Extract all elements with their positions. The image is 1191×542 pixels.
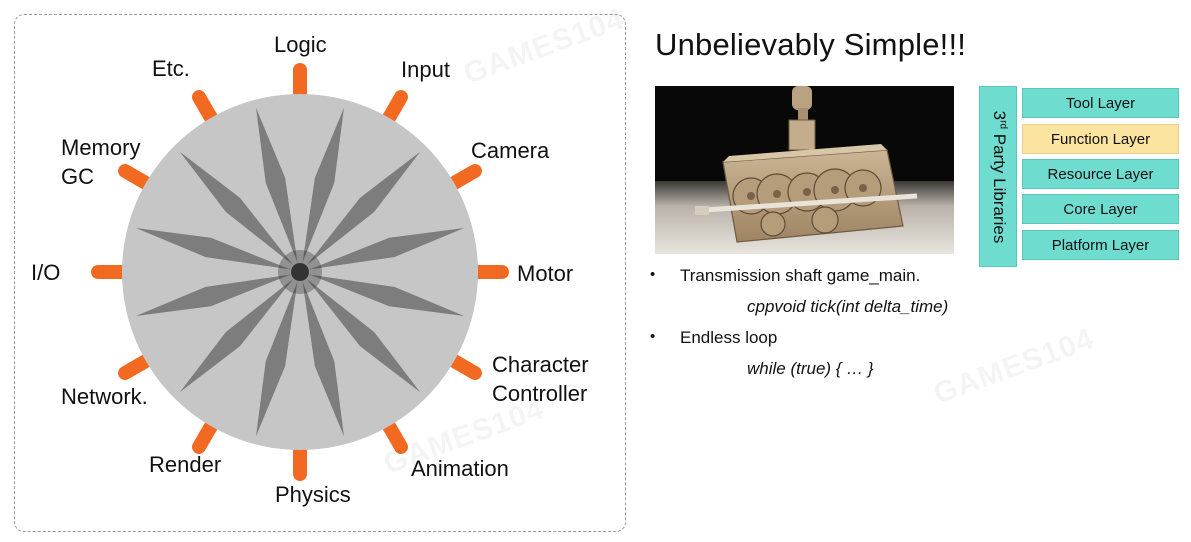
wheel-peg	[118, 164, 157, 192]
code-while: while (true) { … }	[747, 359, 874, 378]
resource-layer: Resource Layer	[1022, 159, 1179, 189]
label-network: Network.	[61, 384, 148, 409]
wheel-spoke	[135, 228, 291, 270]
label-animation: Animation	[411, 456, 509, 481]
wheel-peg	[443, 352, 482, 380]
bullet-text: Endless loop	[680, 328, 778, 347]
wheel-peg	[380, 90, 408, 129]
third-party-libraries-bar: 3rd Party Libraries	[979, 86, 1017, 267]
slide-title: Unbelievably Simple!!!	[655, 27, 967, 62]
label-render: Render	[149, 452, 222, 477]
label-etc: Etc.	[152, 56, 190, 81]
label-input: Input	[401, 57, 450, 82]
wheel-spoke	[179, 151, 293, 265]
bullet-marker-icon: •	[650, 328, 656, 345]
wheel-spoke	[309, 228, 465, 270]
engine-wheel-panel	[14, 14, 626, 532]
wheel-spoke	[256, 107, 298, 263]
label-memory-gc: Memory GC	[61, 135, 141, 189]
watermark: GAMES104	[929, 322, 1099, 411]
wheel-spoke	[309, 274, 465, 316]
wheel-peg	[443, 164, 482, 192]
wheel-spoke	[307, 279, 421, 393]
wheel-spoke	[302, 107, 344, 263]
bullet-text: Transmission shaft game_main.	[680, 266, 921, 285]
engine-wheel-diagram	[91, 63, 509, 481]
label-motor: Motor	[517, 261, 574, 286]
platform-layer: Platform Layer	[1022, 230, 1179, 260]
wheel-peg	[192, 90, 220, 129]
wheel-spoke	[135, 274, 291, 316]
cardboard-gear-machine-photo	[655, 86, 954, 254]
label-camera: Camera	[471, 138, 550, 163]
third-party-libraries-label: 3rd Party Libraries	[990, 110, 1009, 244]
wheel-peg	[380, 415, 408, 454]
wheel-spoke	[256, 281, 298, 437]
label-logic: Logic	[274, 32, 327, 57]
wheel-spoke	[179, 279, 293, 393]
label-physics: Physics	[275, 482, 351, 507]
wheel-hub	[291, 263, 309, 281]
wheel-spoke	[302, 281, 344, 437]
bullet-marker-icon: •	[650, 266, 656, 283]
wheel-spoke	[307, 151, 421, 265]
wheel-peg	[118, 352, 157, 380]
label-io: I/O	[31, 260, 61, 285]
wheel-peg	[192, 415, 220, 454]
core-layer: Core Layer	[1022, 194, 1179, 224]
function-layer: Function Layer	[1022, 124, 1179, 154]
tool-layer: Tool Layer	[1022, 88, 1179, 118]
label-character-controller: Character Controller	[492, 352, 589, 406]
code-tick: cppvoid tick(int delta_time)	[747, 297, 949, 316]
